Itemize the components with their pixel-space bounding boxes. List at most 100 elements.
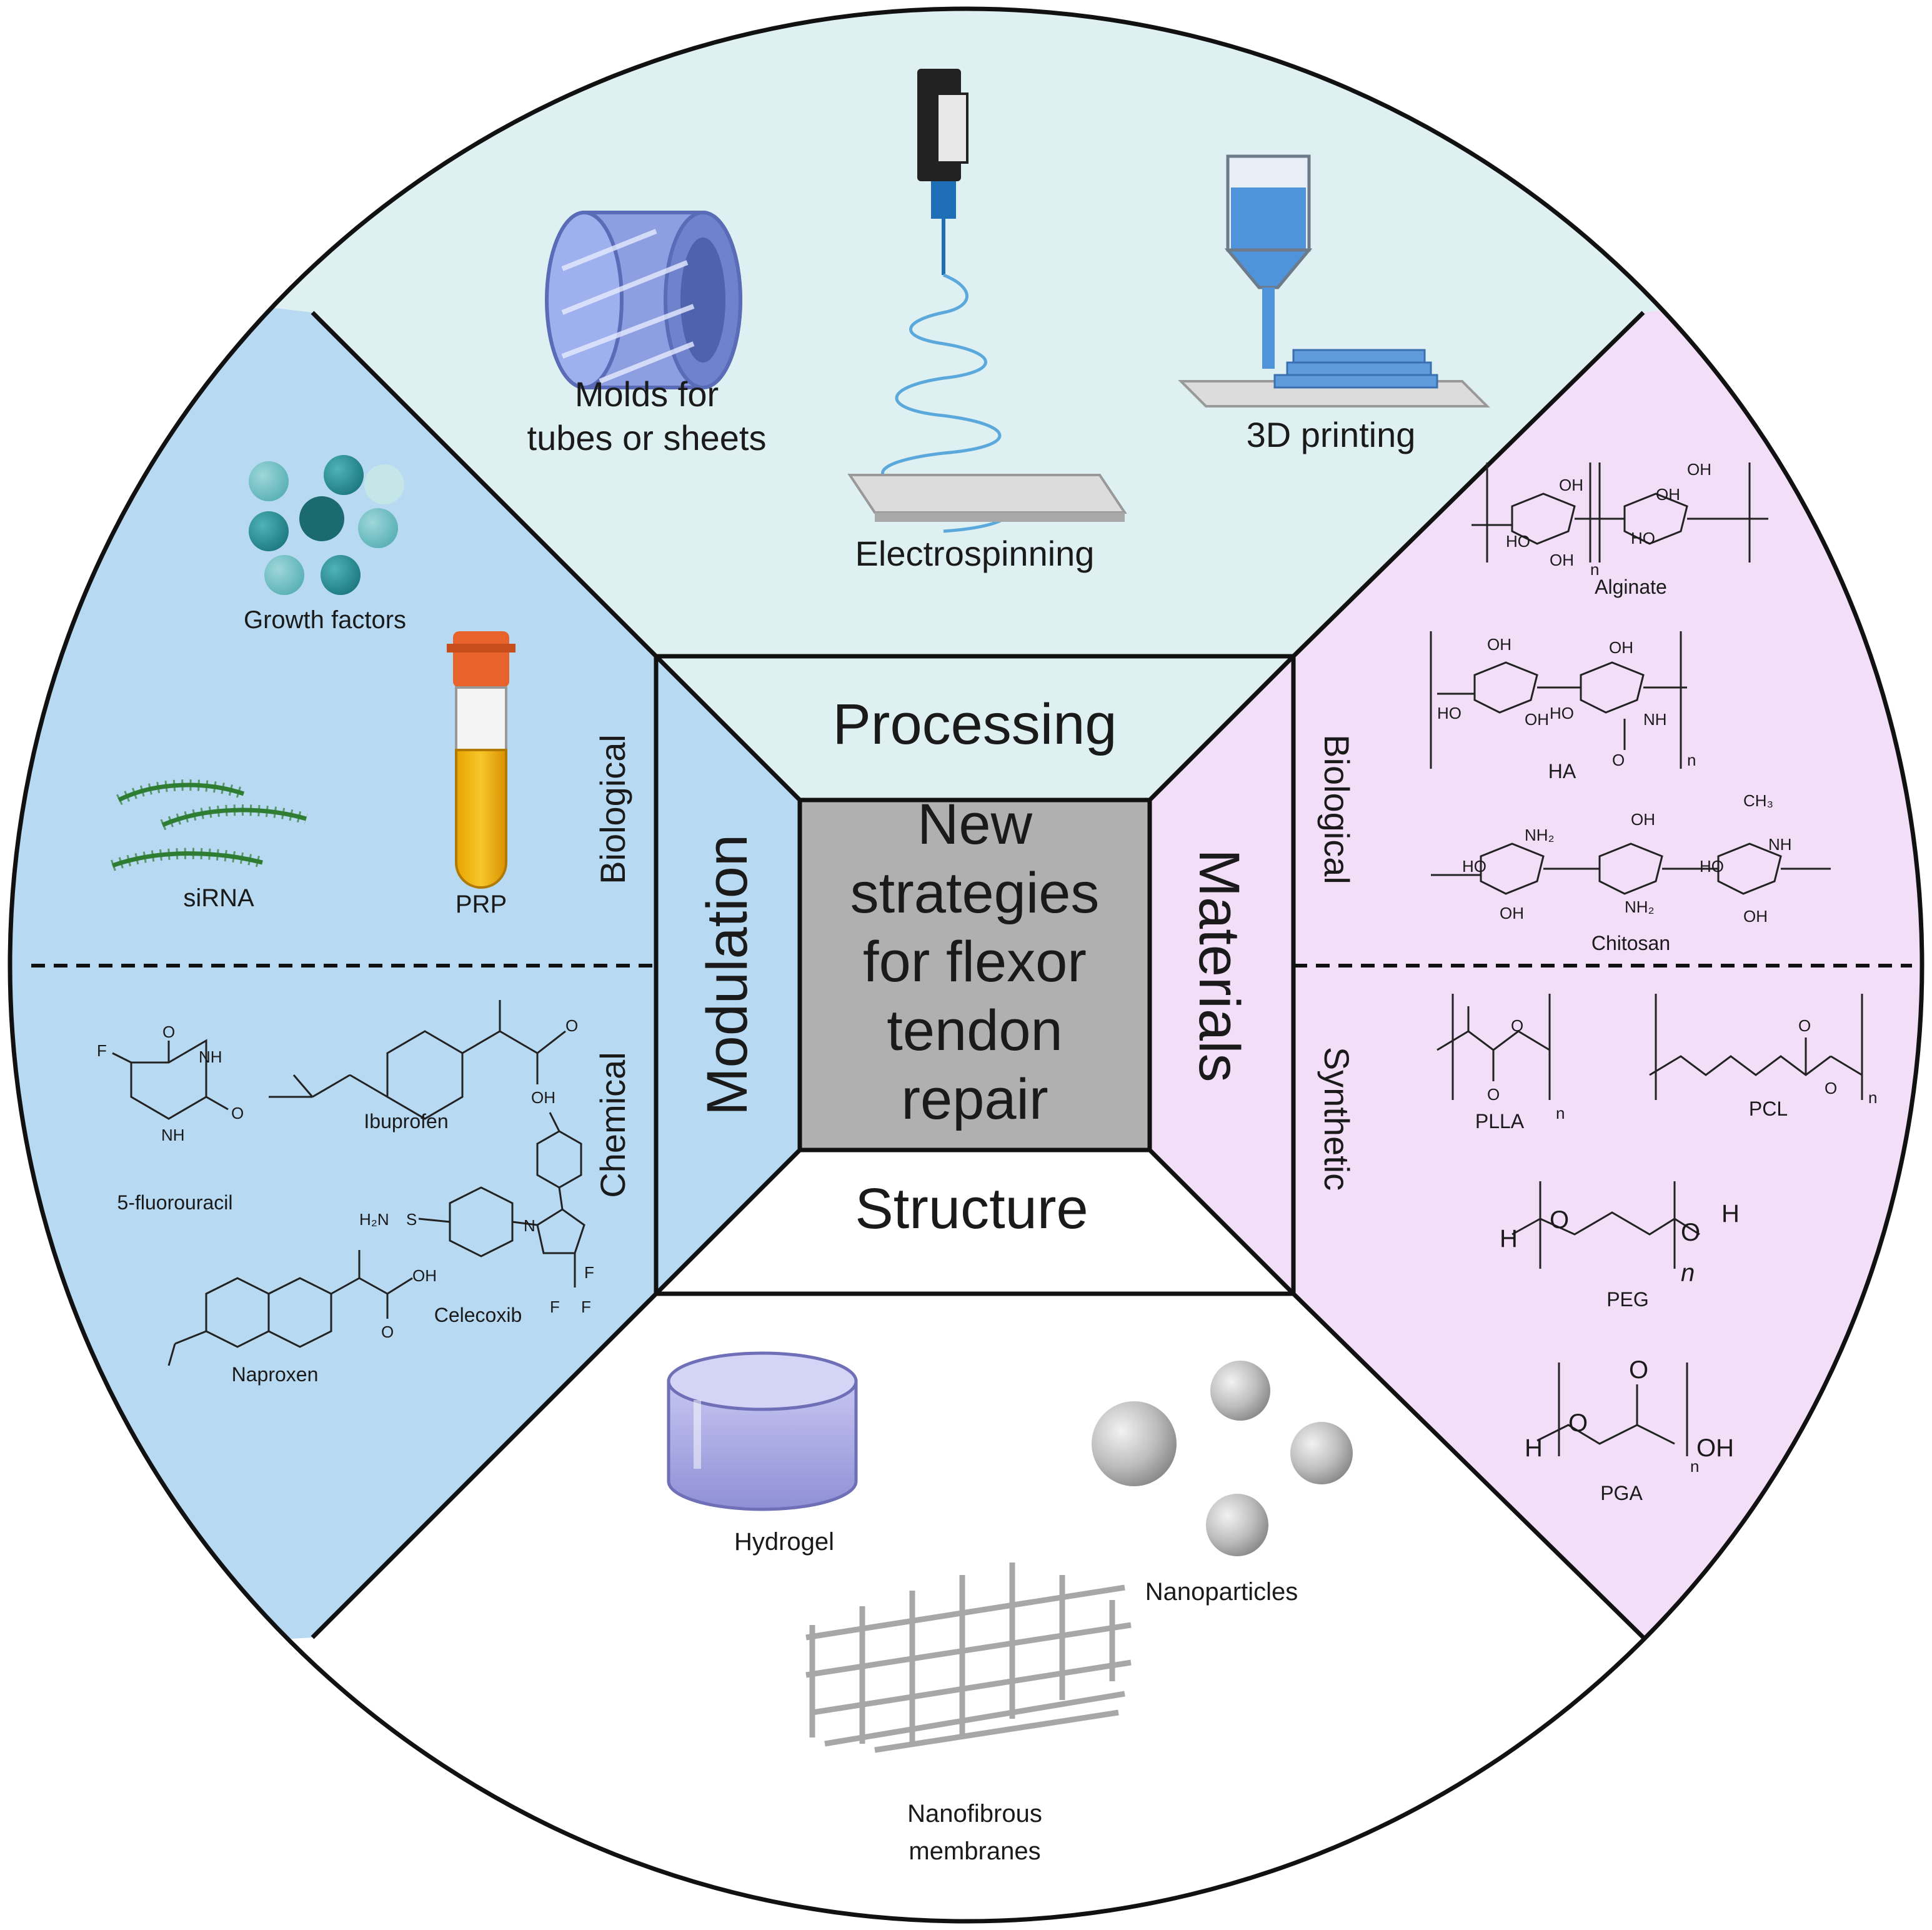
hydrogel-label: Hydrogel	[734, 1528, 834, 1556]
materials-title: Materials	[1187, 849, 1251, 1082]
svg-text:OH: OH	[531, 1088, 555, 1107]
svg-text:HO: HO	[1550, 704, 1574, 722]
svg-text:O: O	[1568, 1409, 1588, 1437]
svg-text:OH: OH	[1525, 710, 1549, 729]
svg-text:NH₂: NH₂	[1625, 898, 1655, 916]
electrospinning-label: Electrospinning	[855, 534, 1095, 573]
inner-modulation	[656, 656, 800, 1294]
processing-title: Processing	[832, 692, 1117, 756]
outline-lines	[7, 6, 1925, 1924]
svg-text:NH: NH	[161, 1126, 185, 1144]
svg-text:H: H	[1525, 1434, 1543, 1462]
plla-structure: O O n	[1437, 994, 1565, 1122]
pga-label: PGA	[1600, 1482, 1643, 1504]
center-box	[800, 800, 1150, 1150]
chitosan-structure: NH₂ HO OH NH₂ OH CH₃ NH HO OH	[1431, 791, 1831, 926]
electrospinning-icon	[847, 69, 1127, 533]
svg-text:OH: OH	[1696, 1434, 1734, 1462]
naproxen-structure: OH O	[167, 1250, 437, 1366]
svg-text:OH: OH	[1550, 551, 1574, 569]
svg-text:F: F	[584, 1263, 594, 1282]
svg-text:HO: HO	[1506, 532, 1530, 551]
alginate-structure: OH HO OH OH OH HO n	[1471, 460, 1768, 579]
svg-text:n: n	[1868, 1088, 1877, 1107]
modulation-title: Modulation	[695, 834, 759, 1116]
molds-label-2: tubes or sheets	[527, 418, 767, 458]
ha-structure: OH HO OH OH HO NH O n	[1430, 631, 1696, 769]
svg-text:O: O	[1681, 1219, 1700, 1246]
inner-processing	[656, 656, 1293, 800]
ha-label: HA	[1548, 760, 1576, 782]
nanofibrous-label-1: Nanofibrous	[907, 1800, 1042, 1828]
svg-text:OH: OH	[1500, 904, 1524, 922]
celecoxib-label: Celecoxib	[434, 1304, 522, 1326]
3d-printing-label: 3D printing	[1247, 415, 1416, 454]
center-line-3: for flexor	[863, 930, 1087, 994]
mold-tube-icon	[545, 211, 742, 389]
plla-label: PLLA	[1475, 1110, 1525, 1132]
svg-text:n: n	[1687, 751, 1696, 769]
svg-text:H₂N: H₂N	[359, 1210, 389, 1229]
svg-text:O: O	[162, 1022, 175, 1041]
svg-text:OH: OH	[1687, 460, 1711, 479]
svg-text:O: O	[1511, 1016, 1523, 1035]
molds-label-1: Molds for	[575, 374, 719, 414]
pcl-label: PCL	[1749, 1098, 1788, 1120]
svg-text:S: S	[406, 1210, 417, 1229]
svg-text:OH: OH	[1609, 638, 1633, 657]
svg-text:O: O	[565, 1016, 578, 1035]
5-fluorouracil-label: 5-fluorouracil	[117, 1191, 233, 1214]
svg-text:NH: NH	[199, 1048, 222, 1066]
svg-text:O: O	[1825, 1079, 1837, 1098]
pga-structure: H O O OH n	[1525, 1356, 1734, 1476]
center-line-2: strategies	[850, 861, 1100, 925]
center-line-5: repair	[901, 1068, 1048, 1131]
svg-text:OH: OH	[1631, 810, 1655, 829]
svg-text:O: O	[1550, 1206, 1569, 1234]
ibuprofen-label: Ibuprofen	[364, 1110, 448, 1132]
peg-structure: H O O H n	[1500, 1181, 1740, 1287]
svg-text:N: N	[524, 1216, 535, 1235]
svg-text:OH: OH	[1743, 907, 1768, 926]
svg-text:NH: NH	[1768, 835, 1792, 854]
svg-text:OH: OH	[412, 1266, 437, 1285]
svg-text:CH₃: CH₃	[1743, 791, 1773, 810]
nanoparticles-label: Nanoparticles	[1145, 1578, 1298, 1606]
svg-text:O: O	[381, 1322, 394, 1341]
chitosan-label: Chitosan	[1591, 932, 1670, 954]
hydrogel-icon	[667, 1351, 858, 1511]
svg-text:O: O	[1629, 1356, 1648, 1384]
3d-printer-icon	[1178, 154, 1490, 408]
modulation-biological-label: Biological	[593, 734, 632, 884]
sirna-icon	[110, 779, 308, 871]
svg-text:H: H	[1721, 1200, 1740, 1228]
svg-text:HO: HO	[1700, 857, 1724, 876]
svg-text:F: F	[581, 1298, 591, 1316]
inner-materials	[1150, 656, 1293, 1294]
peg-label: PEG	[1606, 1288, 1649, 1311]
svg-text:n: n	[1590, 560, 1599, 579]
pcl-structure: O O n	[1649, 994, 1877, 1107]
svg-text:HO: HO	[1462, 857, 1486, 876]
svg-text:HO: HO	[1631, 529, 1655, 548]
alginate-label: Alginate	[1595, 576, 1667, 598]
nanofibrous-mesh-icon	[805, 1562, 1132, 1753]
svg-text:O: O	[1487, 1085, 1500, 1104]
materials-synthetic-label: Synthetic	[1317, 1047, 1357, 1191]
center-line-1: New	[917, 792, 1033, 856]
svg-text:HO: HO	[1437, 704, 1461, 722]
ibuprofen-structure: O OH	[269, 1000, 578, 1120]
center-title: New strategies for flexor tendon repair	[850, 792, 1100, 1131]
svg-text:n: n	[1690, 1457, 1699, 1476]
segment-processing	[10, 9, 1922, 656]
naproxen-label: Naproxen	[232, 1363, 319, 1386]
inner-structure	[656, 1150, 1293, 1294]
celecoxib-structure: H₂N S N F F F	[359, 1112, 594, 1316]
growth-factors-icon	[249, 455, 404, 595]
svg-text:O: O	[231, 1104, 244, 1122]
svg-text:n: n	[1681, 1259, 1695, 1287]
svg-text:OH: OH	[1487, 635, 1511, 654]
svg-text:O: O	[1612, 751, 1625, 769]
svg-text:F: F	[97, 1041, 107, 1060]
svg-text:H: H	[1500, 1225, 1518, 1252]
